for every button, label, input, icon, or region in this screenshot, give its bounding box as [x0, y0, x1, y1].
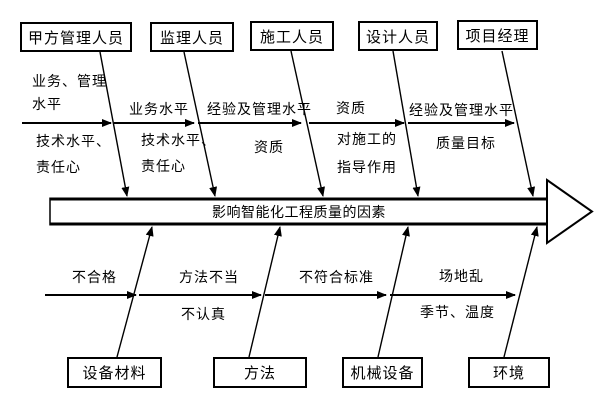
- category-box-equipment-materials: 设备材料: [67, 357, 162, 388]
- cause-label-designer-below: 对施工的 指导作用: [337, 133, 397, 176]
- category-box-designers: 设计人员: [358, 21, 438, 51]
- cause-label-environment-above: 场地乱: [439, 270, 484, 285]
- spine-label: 影响智能化工程质量的因素: [212, 206, 386, 221]
- spine-arrowhead: [546, 178, 594, 245]
- cause-label-machinery-above: 不符合标准: [299, 271, 374, 286]
- cause-label-owner-above: 业务、管理 水平: [32, 75, 107, 113]
- category-box-project-manager: 项目经理: [457, 20, 538, 50]
- cause-label-construction-below: 资质: [254, 141, 284, 156]
- cause-label-owner-below: 技术水平、 责任心: [36, 135, 111, 176]
- category-box-environment: 环境: [468, 357, 550, 388]
- cause-label-materials-above: 不合格: [72, 271, 117, 286]
- category-box-machinery: 机械设备: [342, 357, 423, 388]
- bottom-bones: [116, 226, 539, 358]
- cause-label-method-above: 方法不当: [179, 271, 239, 286]
- category-box-supervisors: 监理人员: [150, 22, 234, 52]
- top-bones: [99, 50, 536, 197]
- spine-arrow: [49, 178, 594, 245]
- cause-label-environment-below: 季节、温度: [420, 306, 495, 321]
- cause-label-supervisor-above: 业务水平: [129, 103, 189, 118]
- category-box-owner-managers: 甲方管理人员: [20, 22, 132, 52]
- cause-label-designer-above: 资质: [336, 102, 366, 117]
- cause-label-construction-above: 经验及管理水平: [207, 103, 312, 118]
- cause-label-pm-below: 质量目标: [436, 137, 496, 152]
- category-box-construction-staff: 施工人员: [250, 21, 334, 51]
- cause-label-method-below: 不认真: [181, 308, 226, 323]
- cause-label-supervisor-below: 技术水平、 责任心: [141, 134, 216, 175]
- cause-label-pm-above: 经验及管理水平: [409, 104, 514, 119]
- category-box-method: 方法: [213, 357, 307, 388]
